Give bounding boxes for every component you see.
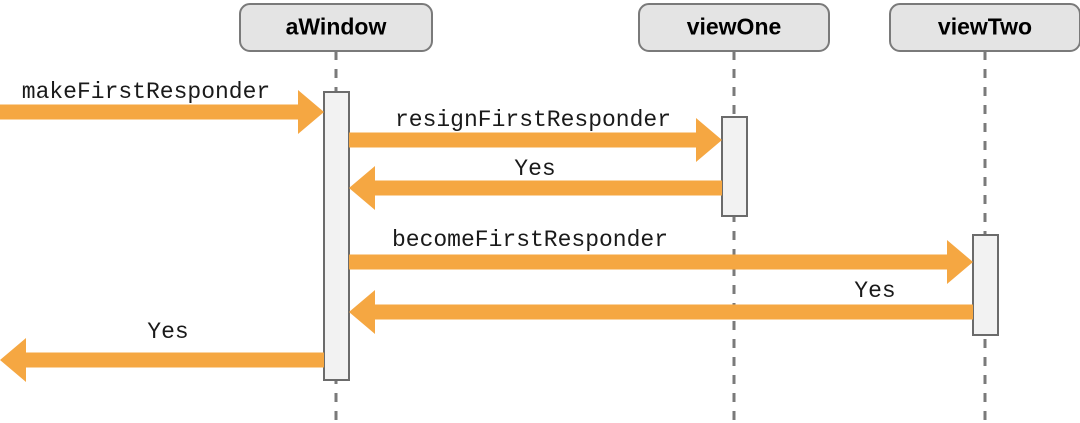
participant-box-aWindow[interactable] <box>239 3 433 52</box>
message-label-3: Yes <box>514 156 555 182</box>
message-arrow-5 <box>349 290 973 334</box>
message-label-4: becomeFirstResponder <box>392 227 668 253</box>
participant-boxes-layer: aWindow viewOne viewTwo <box>239 3 1080 52</box>
message-arrow-1 <box>0 90 324 134</box>
activations-layer <box>323 91 999 381</box>
activation-bar-aWindow <box>323 91 350 381</box>
message-arrow-6 <box>0 338 324 382</box>
participant-box-viewOne[interactable] <box>638 3 830 52</box>
message-label-1: makeFirstResponder <box>22 79 270 105</box>
message-label-5: Yes <box>854 278 895 304</box>
participant-box-viewTwo[interactable] <box>889 3 1080 52</box>
participant-viewTwo[interactable]: viewTwo <box>889 3 1080 52</box>
participant-aWindow[interactable]: aWindow <box>239 3 433 52</box>
participant-viewOne[interactable]: viewOne <box>638 3 830 52</box>
message-arrow-4 <box>349 240 973 284</box>
activation-bar-viewOne <box>721 116 748 217</box>
message-arrow-3 <box>349 166 722 210</box>
message-label-6: Yes <box>147 319 188 345</box>
participant-label-aWindow: aWindow <box>286 14 387 40</box>
participant-label-viewOne: viewOne <box>687 14 782 40</box>
messages-layer: makeFirstResponder resignFirstResponderYe… <box>0 79 973 382</box>
message-arrow-2 <box>349 118 722 162</box>
activation-bar-viewTwo <box>972 234 999 336</box>
participant-label-viewTwo: viewTwo <box>938 14 1032 40</box>
message-label-2: resignFirstResponder <box>395 107 671 133</box>
